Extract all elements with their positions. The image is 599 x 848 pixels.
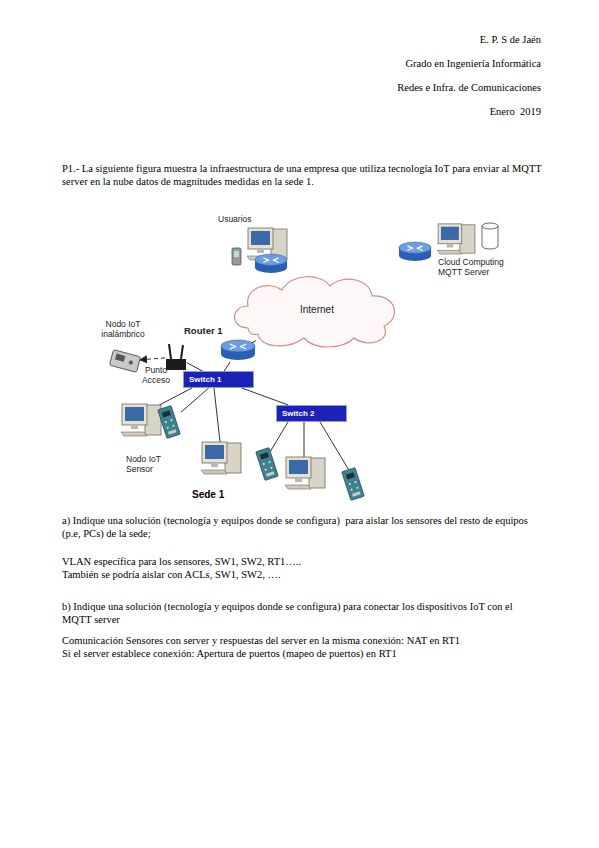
sensor-node: Nodo IoT Sensor: [156, 407, 181, 439]
wireless-link: [140, 358, 165, 360]
switch-label: Switch 1: [189, 375, 251, 385]
answer-text: Si el server establece conexión: Apertur…: [62, 648, 544, 661]
ethernet-wire: [270, 422, 288, 452]
device-label: Usuarios: [218, 214, 278, 224]
pc-icon: [285, 457, 325, 489]
device-label: Cloud Computing MQTT Server: [438, 257, 520, 277]
answer-text: También se podría aislar con ACLs, SW1, …: [62, 569, 544, 582]
problem-statement: P1.- La siguiente figura muestra la infr…: [62, 163, 544, 188]
header-line: E. P. S de Jaén: [300, 34, 541, 47]
ethernet-wire: [320, 422, 350, 472]
network-link: [224, 362, 230, 371]
network-link: [238, 341, 256, 350]
answer-text: Comunicación Sensores con server y respu…: [62, 635, 544, 648]
network-link: [242, 388, 289, 405]
pc-icon: [201, 442, 241, 474]
router-node: Router 1: [220, 338, 256, 362]
wireless-node: Nodo IoT inalámbrico: [110, 350, 140, 372]
pc-icon: [247, 228, 287, 260]
phone-screen: [234, 251, 239, 257]
users-node: Usuarios: [246, 228, 290, 262]
device-label: Internet: [300, 304, 370, 316]
ethernet-wire: [214, 388, 220, 442]
router-icon: [399, 242, 431, 261]
device-label: Nodo IoT Sensor: [126, 454, 170, 474]
network-link: [187, 363, 202, 371]
sensor-icon: [256, 448, 279, 481]
device-label: Nodo IoT inalámbrico: [88, 319, 158, 339]
network-link: [181, 388, 209, 412]
question-text: b) Indique una solución (tecnología y eq…: [62, 601, 544, 626]
internet-cloud: Internet: [226, 270, 404, 350]
header-line: Grado en Ingeniería Informática: [300, 58, 541, 71]
ethernet-wire: [304, 422, 305, 458]
database-icon: [482, 223, 498, 249]
cloud-outline: [235, 277, 395, 347]
server-node: Cloud Computing MQTT Server: [436, 224, 478, 256]
sensor-icon: [342, 468, 365, 501]
switch-label: Switch 2: [282, 409, 344, 419]
access-point: Punto Acceso: [165, 343, 187, 371]
pc-icon: [121, 404, 161, 436]
site-label: Sede 1: [192, 489, 252, 502]
switch-band: Switch 2: [276, 405, 347, 422]
device-label: Punto Acceso: [139, 365, 173, 385]
question-text: a) Indique una solución (tecnología y eq…: [62, 515, 544, 540]
header-line: Redes e Infra. de Comunicaciones: [300, 82, 541, 95]
header-line: Enero 2019: [300, 106, 541, 119]
phone-icon: [232, 248, 241, 265]
router-icon: [221, 340, 255, 360]
device-label: Router 1: [184, 325, 236, 336]
answer-text: VLAN específica para los sensores, SW1, …: [62, 556, 544, 569]
ethernet-wire: [146, 388, 192, 412]
switch-band: Switch 1: [183, 371, 254, 388]
server-icon: [437, 224, 475, 254]
access-point-icon: [166, 344, 186, 370]
sensor-icon: [158, 406, 181, 439]
wireless-node-icon: [109, 350, 140, 373]
router-icon: [255, 254, 287, 273]
